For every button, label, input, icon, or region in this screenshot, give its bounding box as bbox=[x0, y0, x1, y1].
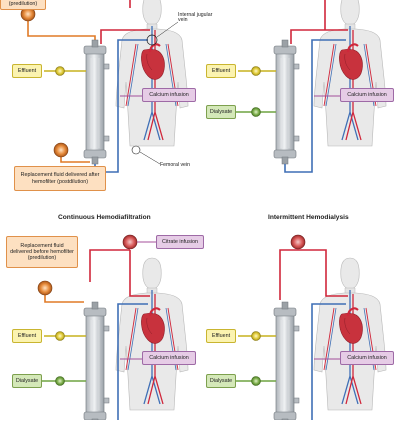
internal-jugular-vein-label: Internal jugular vein bbox=[178, 12, 213, 24]
effluent-label: Effluent bbox=[206, 64, 236, 78]
arterial-to-filter-line bbox=[298, 249, 348, 297]
pump-icon bbox=[251, 331, 261, 341]
pump-icon bbox=[122, 234, 138, 250]
arterial-to-filter-line bbox=[129, 250, 150, 297]
dialysate-label: Dialysate bbox=[206, 374, 236, 388]
panel-2 bbox=[236, 0, 387, 173]
pump-icon bbox=[55, 376, 65, 386]
panel-3 bbox=[37, 234, 189, 425]
hemofilter-icon bbox=[83, 301, 110, 425]
calcium-infusion-label: Calcium infusion bbox=[142, 88, 196, 102]
effluent-label: Effluent bbox=[206, 329, 236, 343]
hemofilter-icon bbox=[273, 39, 300, 165]
callout-line bbox=[156, 21, 179, 38]
hemofilter-icon bbox=[273, 301, 300, 425]
venous-return-line bbox=[284, 39, 346, 173]
postdilution-label: Replacement fluid delivered after hemofi… bbox=[14, 166, 106, 191]
calcium-infusion-label: Calcium infusion bbox=[340, 351, 394, 365]
dialysate-label: Dialysate bbox=[12, 374, 42, 388]
pump-icon bbox=[251, 376, 261, 386]
citrate-infusion-label: Citrate infusion bbox=[156, 235, 204, 249]
pump-icon bbox=[55, 66, 65, 76]
pump-icon bbox=[53, 142, 69, 158]
pump-icon bbox=[251, 66, 261, 76]
arterial-to-filter-line bbox=[290, 29, 348, 44]
venous-return-line bbox=[117, 303, 148, 425]
calcium-infusion-label: Calcium infusion bbox=[142, 351, 196, 365]
arterial-to-filter-line bbox=[100, 29, 150, 44]
panel-title: Intermittent Hemodialysis bbox=[268, 214, 349, 221]
femoral-vein-label: Femoral vein bbox=[160, 162, 190, 168]
pump-icon bbox=[55, 331, 65, 341]
callout-line bbox=[139, 151, 161, 165]
predilution-line bbox=[27, 20, 96, 46]
hemofilter-icon bbox=[83, 39, 110, 165]
panel-4 bbox=[236, 234, 387, 425]
venous-return-line bbox=[311, 303, 346, 425]
panel-title: Continuous Hemodiafiltration bbox=[58, 214, 151, 221]
pump-icon bbox=[290, 234, 306, 250]
panel-1 bbox=[20, 0, 189, 173]
dialysate-label: Dialysate bbox=[206, 105, 236, 119]
arterial-line bbox=[279, 249, 298, 300]
arterial-line bbox=[89, 249, 130, 282]
jugular-callout-ring bbox=[146, 34, 158, 46]
effluent-label: Effluent bbox=[12, 64, 42, 78]
pump-icon bbox=[251, 107, 261, 117]
femoral-callout-ring bbox=[131, 145, 141, 155]
predilution-line bbox=[44, 294, 84, 303]
calcium-infusion-label: Calcium infusion bbox=[340, 88, 394, 102]
pump-icon bbox=[37, 280, 53, 296]
predilution-label: Replacement fluid delivered before hemof… bbox=[6, 236, 78, 268]
effluent-label: Effluent bbox=[12, 329, 42, 343]
predilution-label: (predilution) bbox=[0, 0, 46, 10]
